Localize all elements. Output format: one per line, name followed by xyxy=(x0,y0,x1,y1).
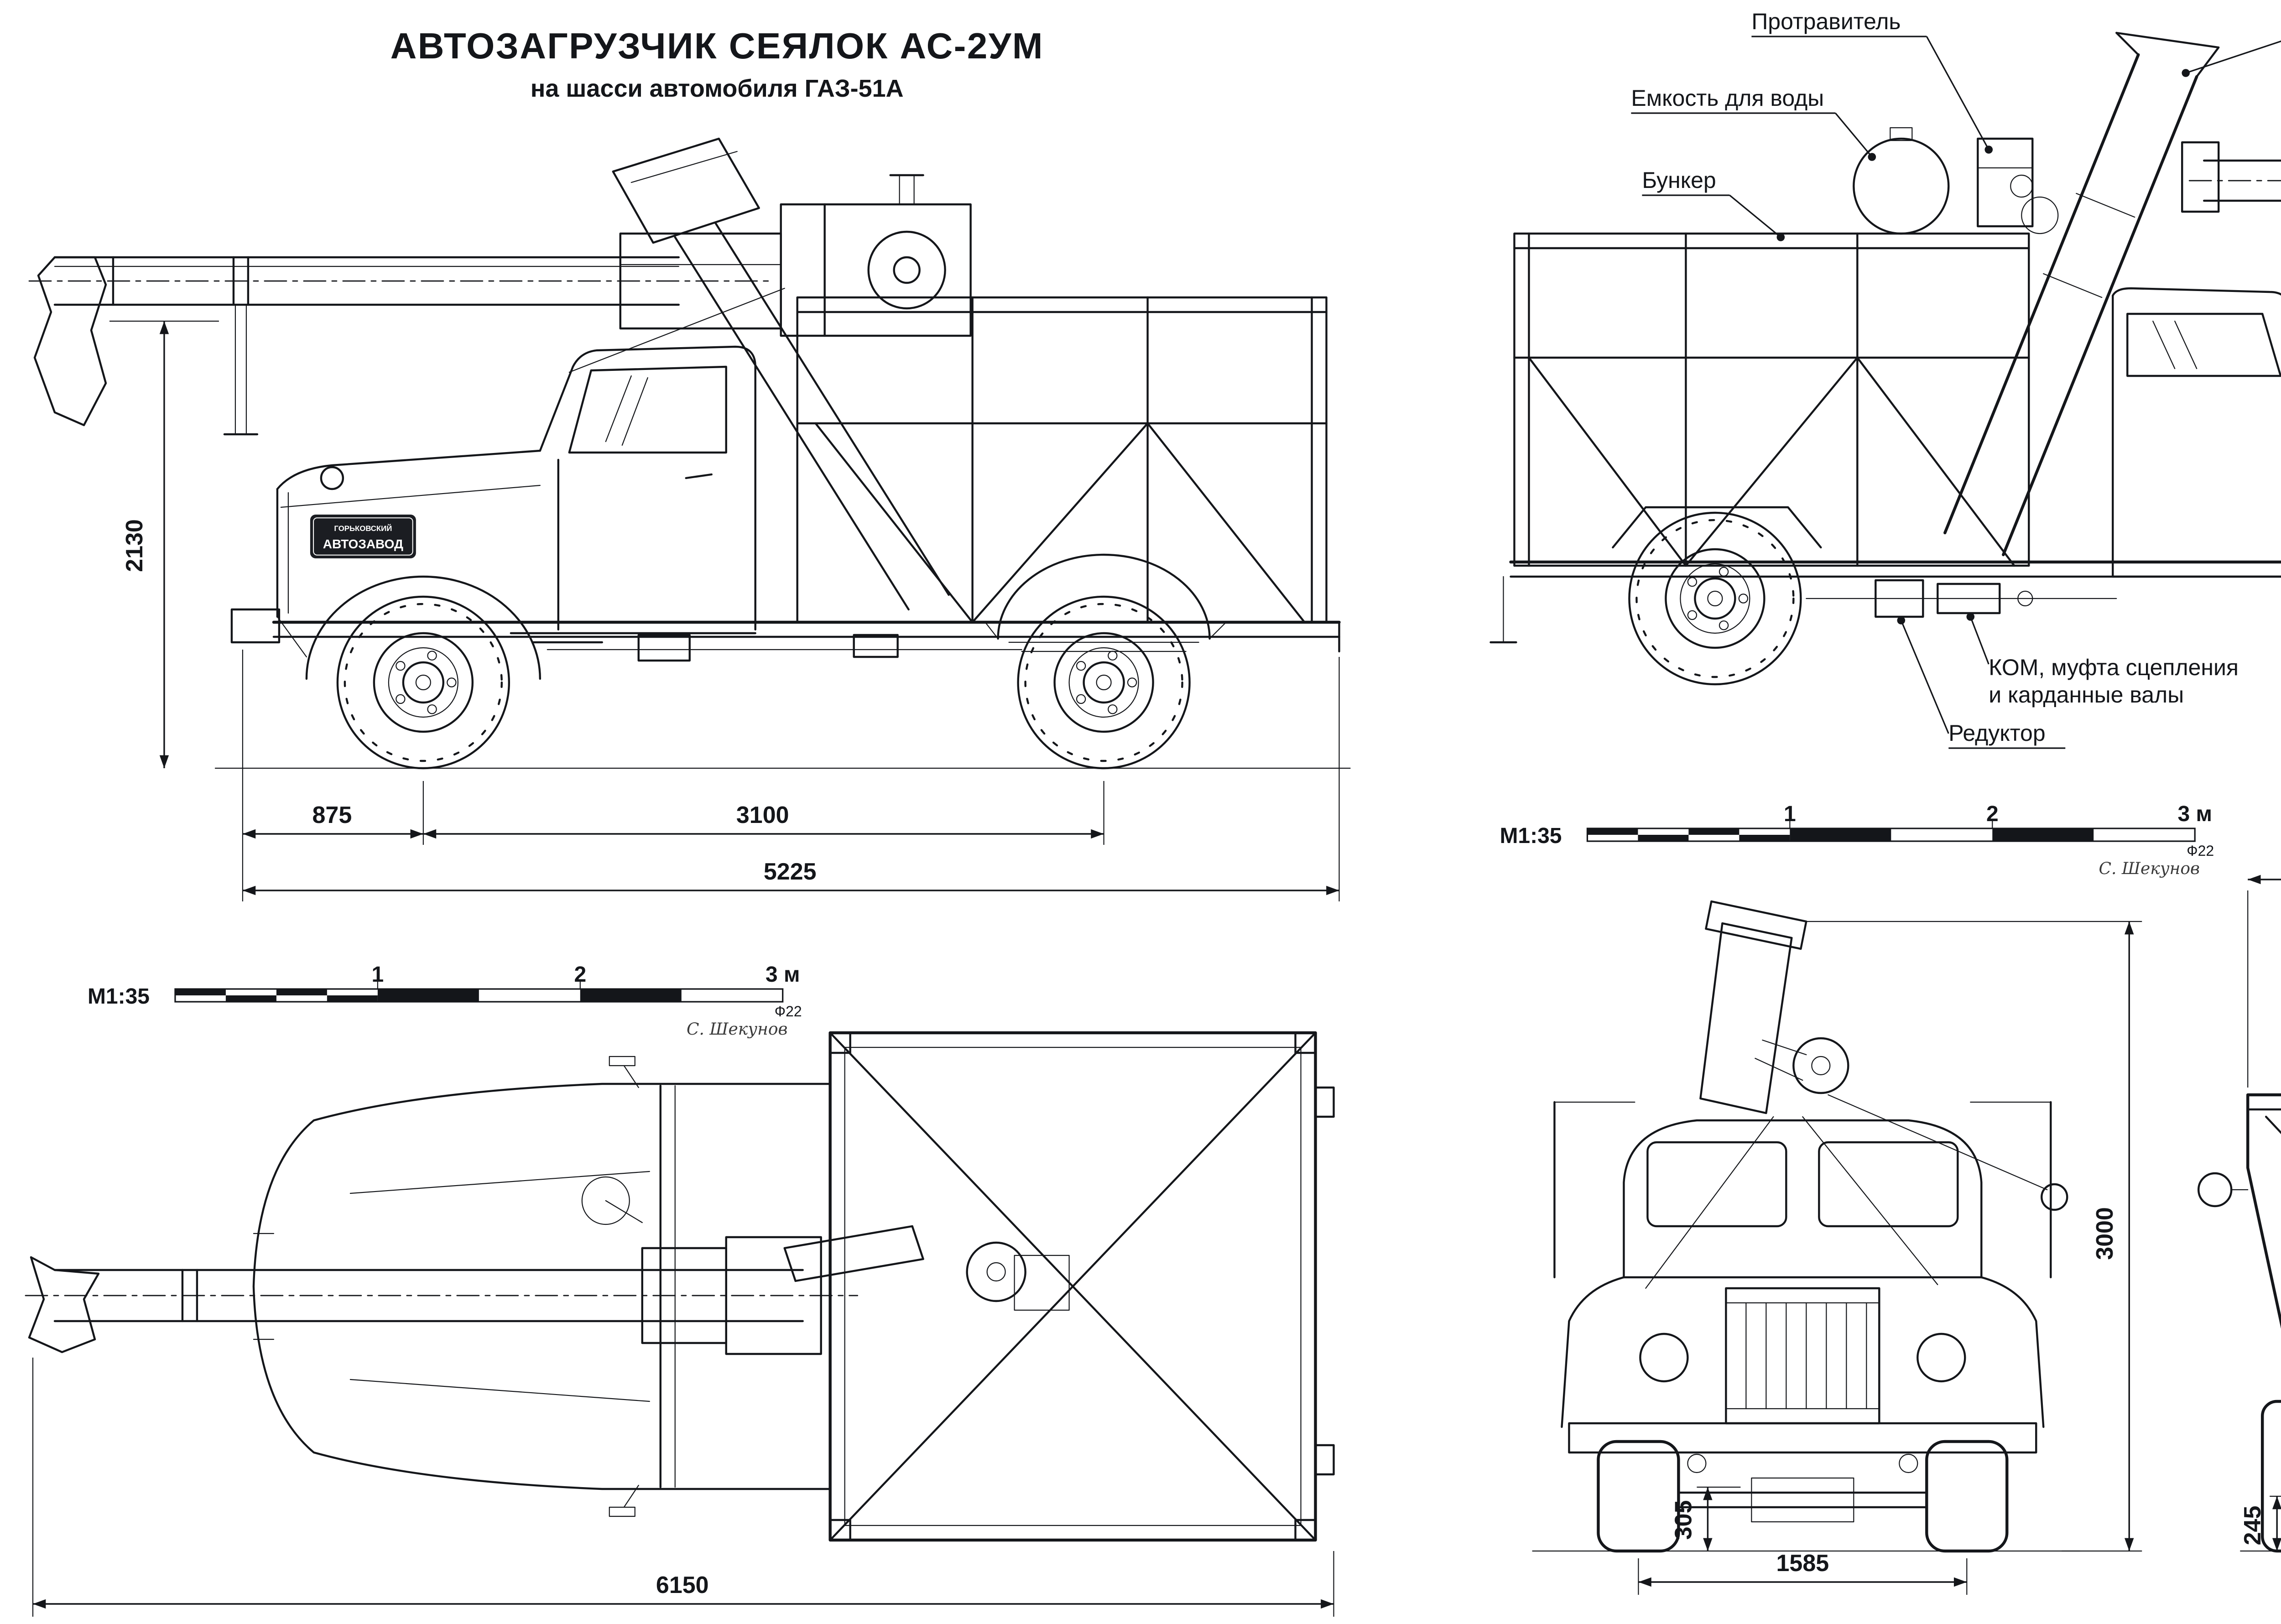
dim-6150: 6150 xyxy=(656,1572,709,1598)
dim-875: 875 xyxy=(312,802,352,828)
rear-wheel xyxy=(1629,513,1801,684)
label-protravitel: Протравитель xyxy=(1751,9,1901,34)
title-block: АВТОЗАГРУЗЧИК СЕЯЛОК АС-2УМ на шасси авт… xyxy=(391,26,1044,102)
dimensions-side-left: 2130 875 3100 5225 xyxy=(109,320,1340,901)
dimensions-top-view: 6150 xyxy=(32,1358,1334,1617)
label-emkost: Емкость для воды xyxy=(1631,85,1824,111)
scale-bar-right xyxy=(1499,801,2215,880)
top-view xyxy=(25,1031,1335,1542)
label-kom-line1: КОМ, муфта сцепления xyxy=(1989,655,2239,680)
dim-2130: 2130 xyxy=(121,519,148,572)
scale-bar-left xyxy=(86,961,803,1040)
side-view-right xyxy=(1489,31,2281,684)
dim-3100: 3100 xyxy=(736,802,789,828)
dim-5225: 5225 xyxy=(764,859,817,885)
callouts-right-view: Протравитель Шнек наклонный Емкость для … xyxy=(1631,9,2281,749)
page-subtitle: на шасси автомобиля ГАЗ-51А xyxy=(531,75,904,102)
dim-305: 305 xyxy=(1670,1500,1697,1540)
dim-245: 245 xyxy=(2239,1506,2266,1546)
page-title: АВТОЗАГРУЗЧИК СЕЯЛОК АС-2УМ xyxy=(391,26,1044,66)
side-view-left xyxy=(28,137,1351,768)
dimensions-rear-view: 2400 245 1650 xyxy=(2239,874,2281,1551)
dim-1585: 1585 xyxy=(1776,1550,1829,1577)
label-kom-line2: и карданные валы xyxy=(1989,682,2184,708)
front-view xyxy=(1532,900,2081,1553)
dimensions-front-view: 3000 305 1585 xyxy=(1638,921,2142,1595)
dim-3000: 3000 xyxy=(2092,1207,2118,1260)
rear-view xyxy=(2198,1093,2281,1553)
label-bunker: Бункер xyxy=(1642,167,1716,193)
badge-left-view xyxy=(309,514,417,559)
label-reduktor: Редуктор xyxy=(1948,720,2045,746)
